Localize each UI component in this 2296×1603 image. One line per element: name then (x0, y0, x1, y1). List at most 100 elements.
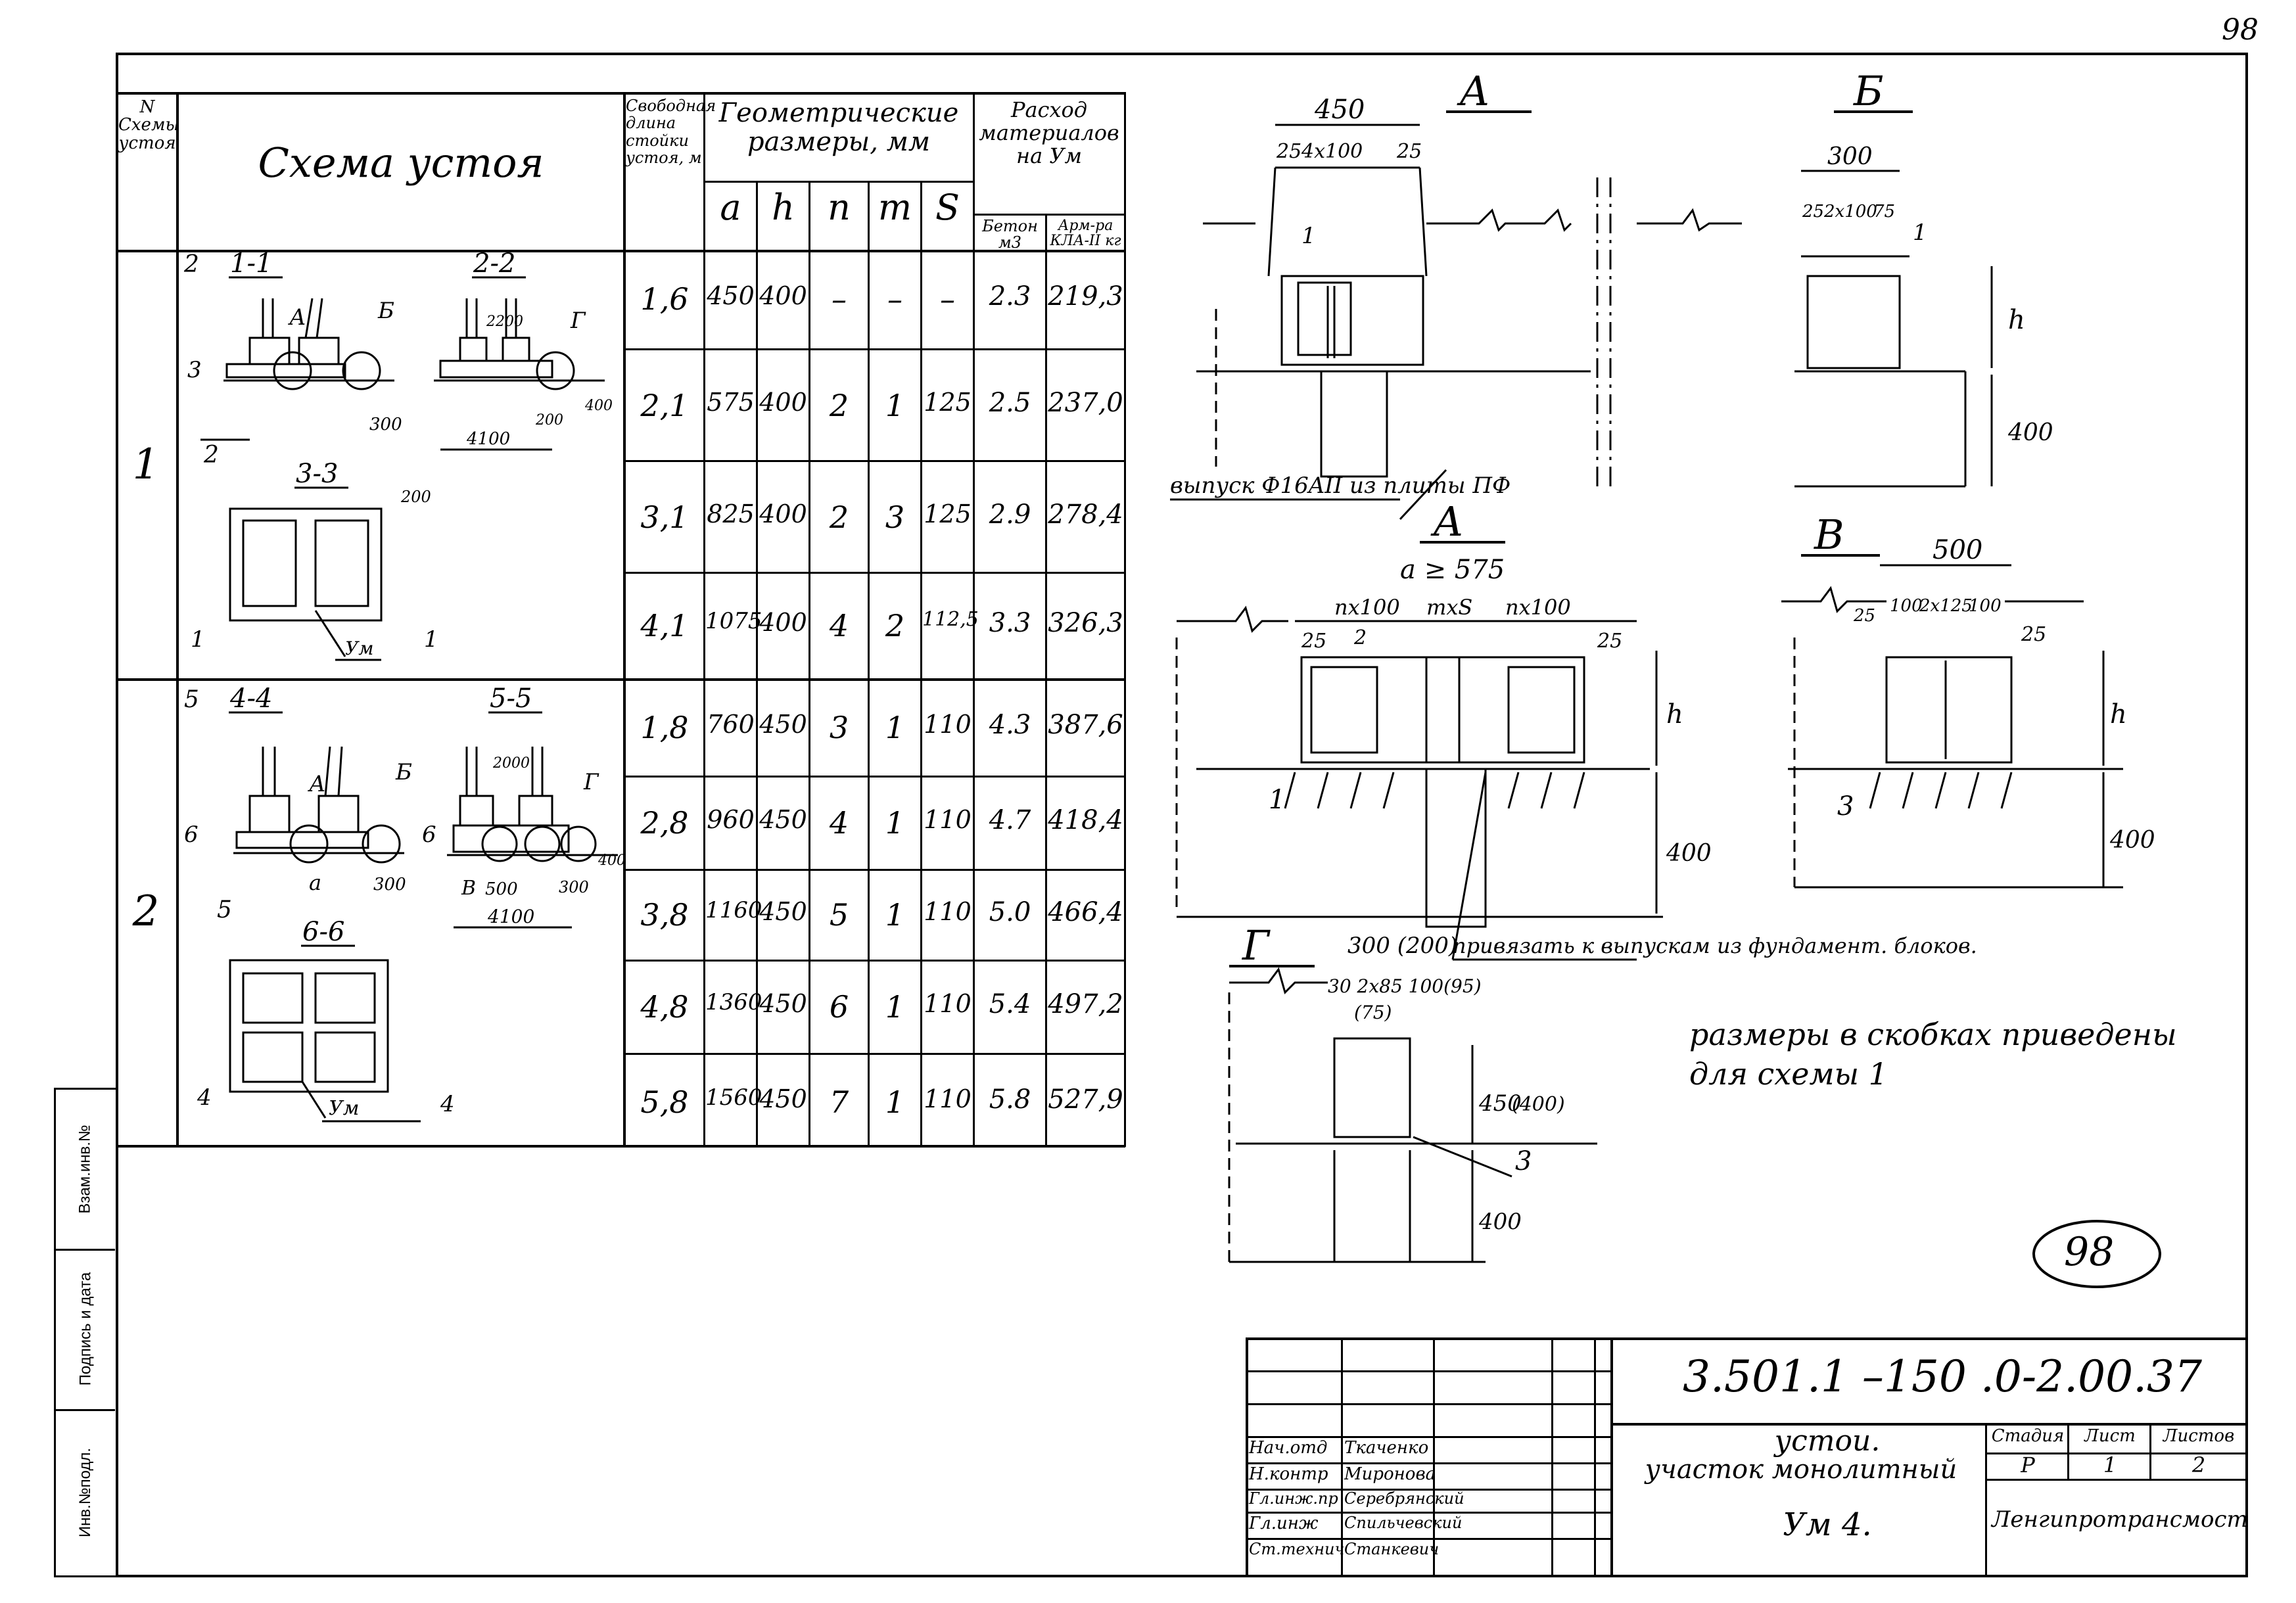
document-code: 3.501.1 –150 .0-2.00.37 (1683, 1351, 2203, 1402)
role-4: Гл.инж (1249, 1514, 1319, 1533)
cell-s: 110 (924, 1084, 972, 1113)
cell-arm: 219,3 (1048, 281, 1123, 312)
dim: 450 (1478, 1090, 1522, 1117)
dim: 450 (1314, 95, 1365, 125)
sec-mark: 4 (197, 1084, 212, 1111)
dim: 300 (1827, 143, 1873, 170)
cell-beton: 5.0 (989, 897, 1031, 927)
view-a2-title: А (1430, 498, 1464, 546)
cell-beton: 5.4 (989, 989, 1031, 1019)
sec-mark: 1 (191, 626, 205, 653)
role-2: Н.контр (1249, 1464, 1328, 1484)
mark: 3 (1837, 791, 1854, 822)
cell-length: 3,8 (640, 897, 689, 933)
cell-length: 4,1 (640, 608, 689, 643)
dim: 4100 (487, 906, 534, 927)
dim: 400 (2109, 827, 2155, 854)
dim: mxS (1426, 595, 1472, 620)
cell-n: 4 (829, 805, 849, 841)
cell-s: 110 (924, 805, 972, 834)
sec-label: 4-4 (229, 684, 272, 714)
mark: 1 (1269, 785, 1285, 815)
cell-arm: 418,4 (1048, 805, 1123, 835)
stage-value: Р (2021, 1452, 2035, 1477)
sec-mark: 4 (440, 1091, 455, 1117)
dim: 400 (584, 398, 613, 414)
cell-m: 1 (885, 388, 905, 423)
side-cell-podpis: Подпись и дата (56, 1249, 115, 1411)
header-rebar: Арм-ра КЛА-II кг (1050, 218, 1121, 250)
stage-label: Стадия (1991, 1426, 2065, 1446)
mark-um: Ум (329, 1097, 360, 1120)
organization: Ленгипротрансмост (1992, 1506, 2248, 1533)
scheme-number-1: 1 (132, 440, 160, 489)
cell-h: 450 (759, 805, 807, 834)
header-col-h: h (772, 187, 795, 228)
name-1: Ткаченко (1344, 1438, 1429, 1458)
cell-length: 5,8 (640, 1084, 689, 1120)
cell-length: 1,8 (640, 710, 689, 745)
cell-s: 110 (924, 710, 972, 739)
cell-a: 1560 (705, 1084, 762, 1111)
dim: 25 (1276, 140, 1301, 163)
scheme-number-2: 2 (132, 887, 160, 936)
dim: 25 (1597, 630, 1622, 653)
role-3: Гл.инж.пр (1249, 1489, 1338, 1508)
cell-length: 2,8 (640, 805, 689, 841)
dim: 500 (485, 879, 518, 899)
detail-views: А 450 25 4x100 25 1 Б 300 25 2x100 75 1 (1170, 67, 2161, 1288)
dim: 300 (200) (1347, 933, 1457, 959)
cell-arm: 237,0 (1048, 388, 1123, 418)
dim: 2000 (492, 755, 530, 772)
dim: 300 (373, 875, 406, 894)
sheets-value: 2 (2191, 1452, 2206, 1477)
cell-h: 400 (759, 388, 807, 417)
dim: 300 (559, 878, 589, 896)
sec-mark: 3 (187, 357, 202, 383)
cell-s: – (940, 281, 955, 317)
mark-um: Ум (345, 638, 373, 659)
dim: 2x100 (1823, 202, 1877, 221)
dim: 100 (1969, 596, 2002, 616)
dim: a (309, 870, 321, 895)
dim: 4100 (466, 429, 510, 449)
mark-a: А (308, 771, 326, 797)
dim: 400 (597, 852, 623, 869)
mark-g: Г (583, 769, 599, 795)
cell-m: 1 (885, 989, 905, 1025)
sec-mark: 6 (184, 822, 199, 848)
name-2: Миронова (1344, 1464, 1436, 1484)
header-col-a: a (720, 187, 741, 228)
sec-mark: 6 (422, 822, 436, 848)
title-line-3: Ум 4. (1783, 1506, 1872, 1543)
dim: 30 2x85 100(95) (1328, 975, 1482, 997)
header-col-s: S (935, 187, 960, 228)
cell-a: 575 (707, 388, 755, 417)
mark: 3 (1515, 1146, 1532, 1176)
dim: 2200 (486, 314, 523, 330)
drawing-frame (116, 53, 2248, 1577)
cell-arm: 466,4 (1048, 897, 1123, 927)
sec-mark: 5 (217, 896, 232, 923)
cell-s: 110 (924, 897, 972, 926)
page-number: 98 (2222, 13, 2259, 47)
cell-beton: 2.9 (989, 499, 1031, 530)
cell-s: 125 (924, 388, 972, 417)
cell-n: – (832, 281, 847, 317)
sheets-label: Листов (2163, 1426, 2235, 1446)
header-col-m: m (878, 187, 912, 228)
cell-arm: 326,3 (1048, 608, 1123, 638)
dimension-note: размеры в скобках приведены для схемы 1 (1689, 1017, 2177, 1092)
callout-vypusk: выпуск Ф16AII из плиты ПФ (1170, 473, 1511, 499)
dim: h (1666, 699, 1683, 730)
header-concrete: Бетон м3 (982, 217, 1038, 252)
dim: 2x125 (1919, 596, 1973, 616)
mark: 1 (1301, 223, 1316, 249)
cell-a: 825 (707, 499, 755, 528)
cell-beton: 2.3 (989, 281, 1031, 312)
cell-n: 6 (829, 989, 849, 1025)
sheet-label: Лист (2084, 1426, 2136, 1446)
cell-a: 1075 (705, 608, 762, 634)
cell-h: 400 (759, 499, 807, 528)
